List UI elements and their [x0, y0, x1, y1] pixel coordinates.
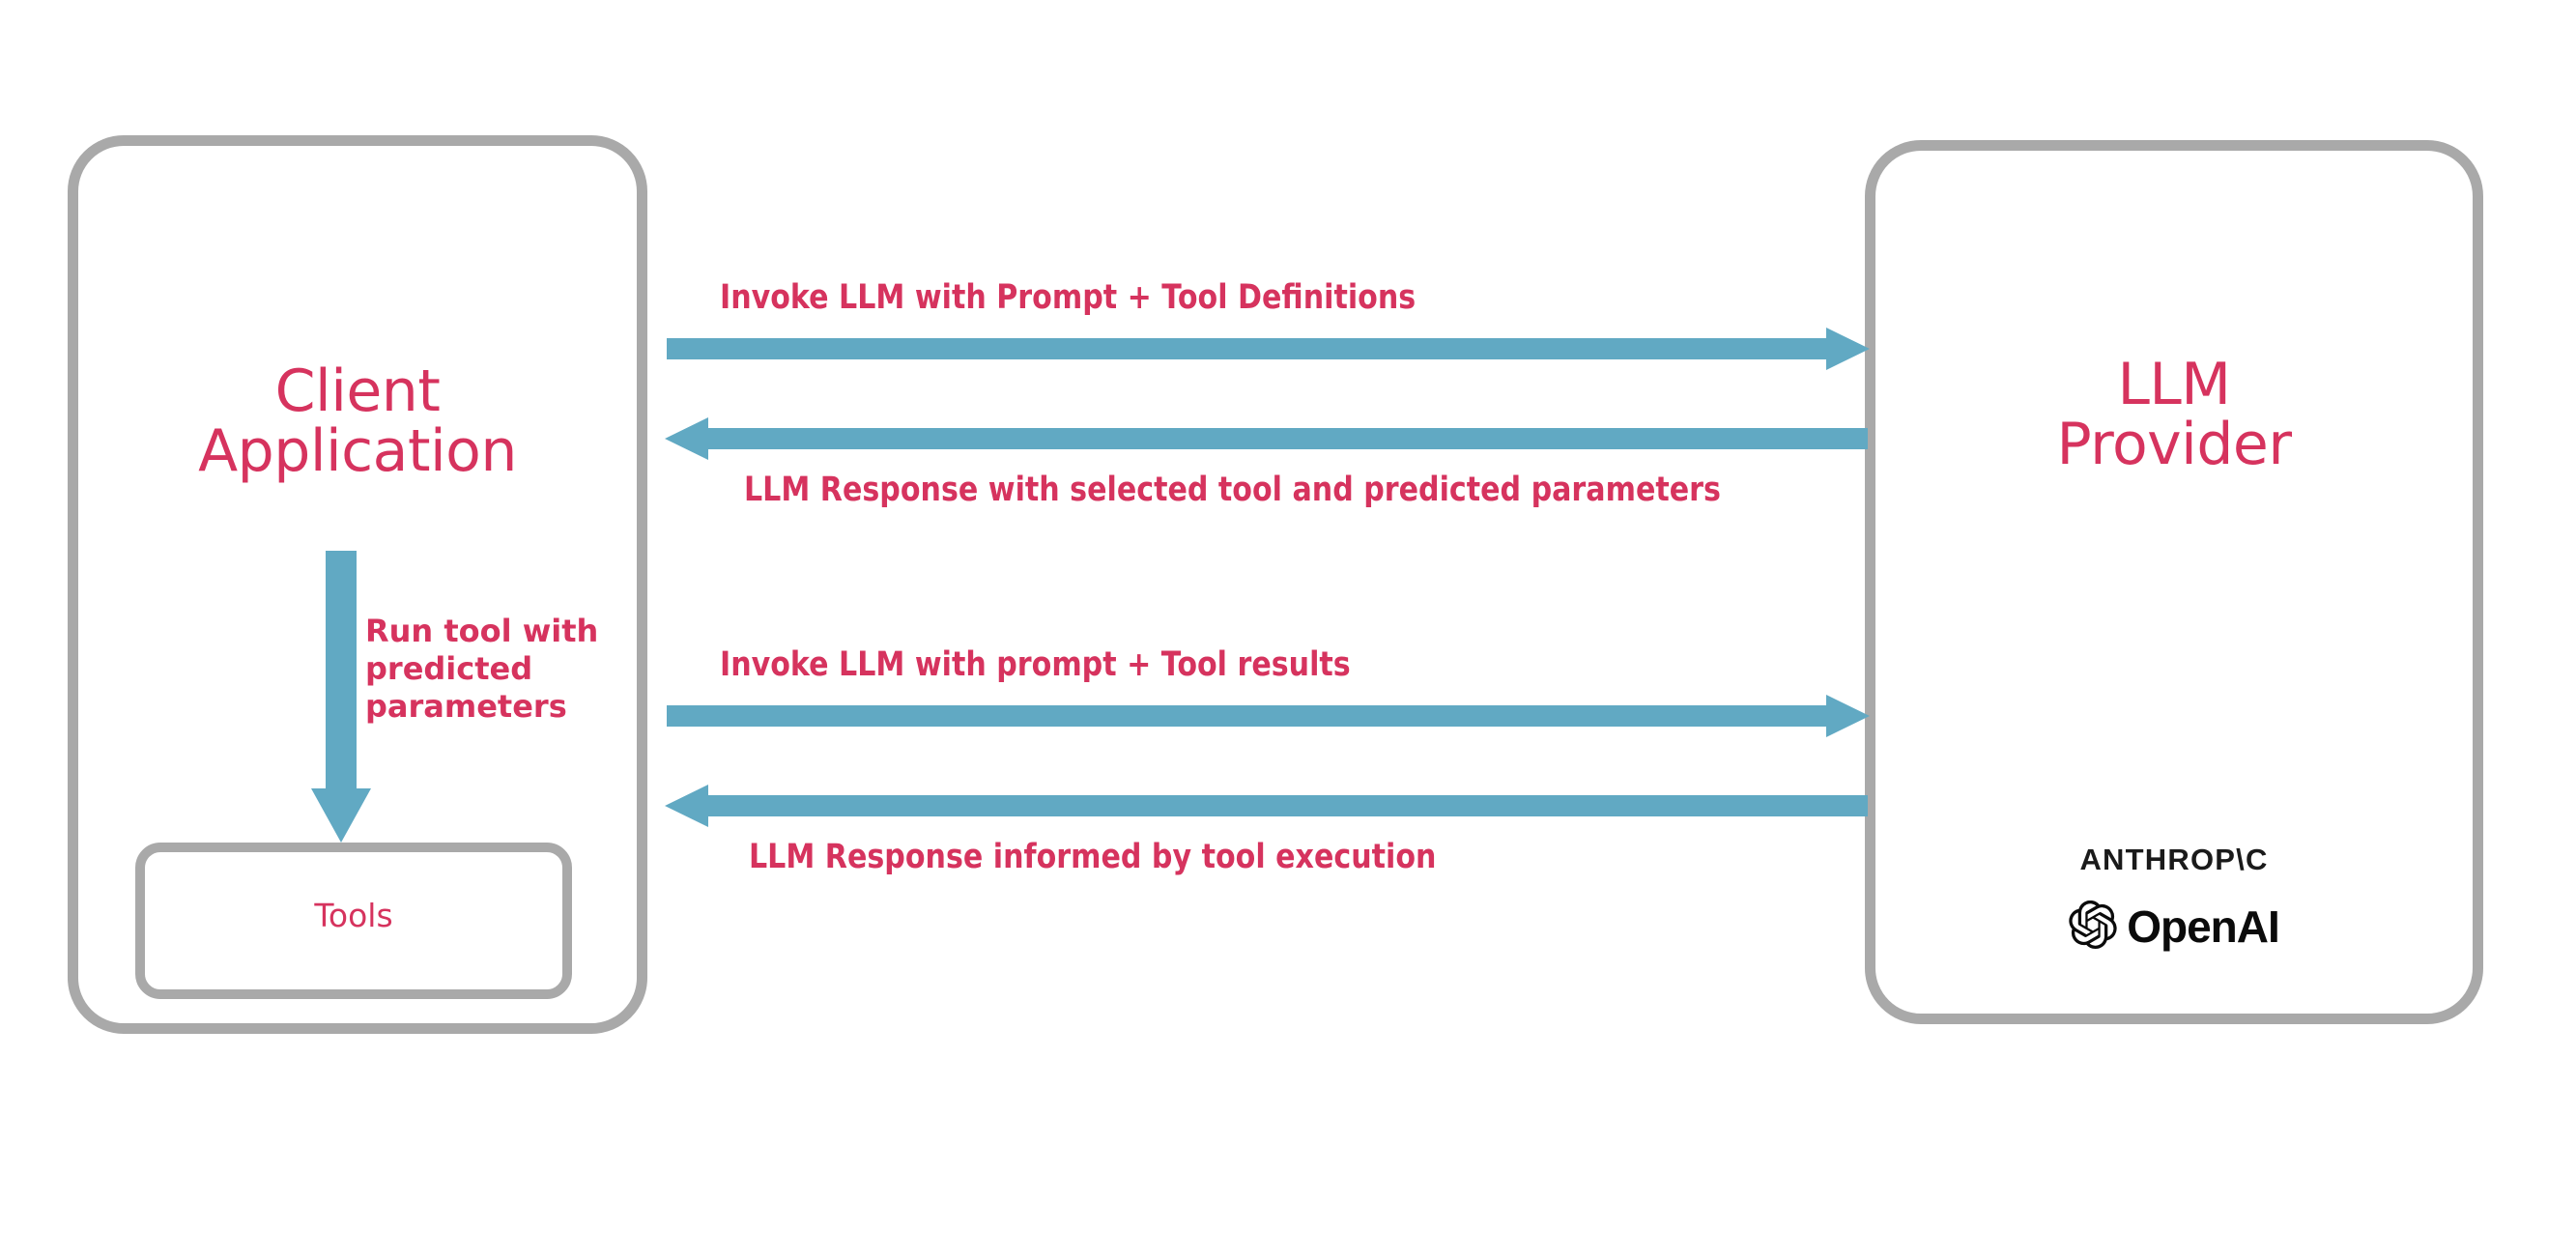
arrow-invoke-llm-with-prompt-and-tool-results [667, 695, 1870, 737]
llm-provider-node [1865, 140, 2483, 1024]
arrow-llm-response-with-selected-tool [665, 417, 1868, 460]
openai-wordmark: OpenAI [2127, 901, 2280, 952]
arrow-llm-response-informed-by-tool-execution [665, 785, 1868, 827]
edge-label-response-1: LLM Response with selected tool and pred… [744, 471, 1721, 509]
openai-logo: OpenAI [1865, 900, 2483, 953]
llm-provider-title: LLM Provider [2056, 351, 2292, 478]
arrow-run-tool-with-predicted-parameters [311, 551, 371, 843]
edge-label-response-2: LLM Response informed by tool execution [749, 838, 1437, 876]
tools-label: Tools [314, 897, 393, 934]
edge-label-invoke-1: Invoke LLM with Prompt + Tool Definition… [720, 278, 1417, 317]
client-application-title: Client Application [198, 357, 517, 485]
anthropic-logo: ANTHROP\C [2079, 843, 2269, 876]
edge-label-invoke-2: Invoke LLM with prompt + Tool results [720, 645, 1351, 684]
openai-spiral-icon [2069, 900, 2117, 953]
edge-label-run-tool: Run tool with predicted parameters [365, 613, 599, 726]
arrow-invoke-llm-with-prompt-and-tool-definitions [667, 328, 1870, 370]
tools-node [135, 843, 572, 999]
